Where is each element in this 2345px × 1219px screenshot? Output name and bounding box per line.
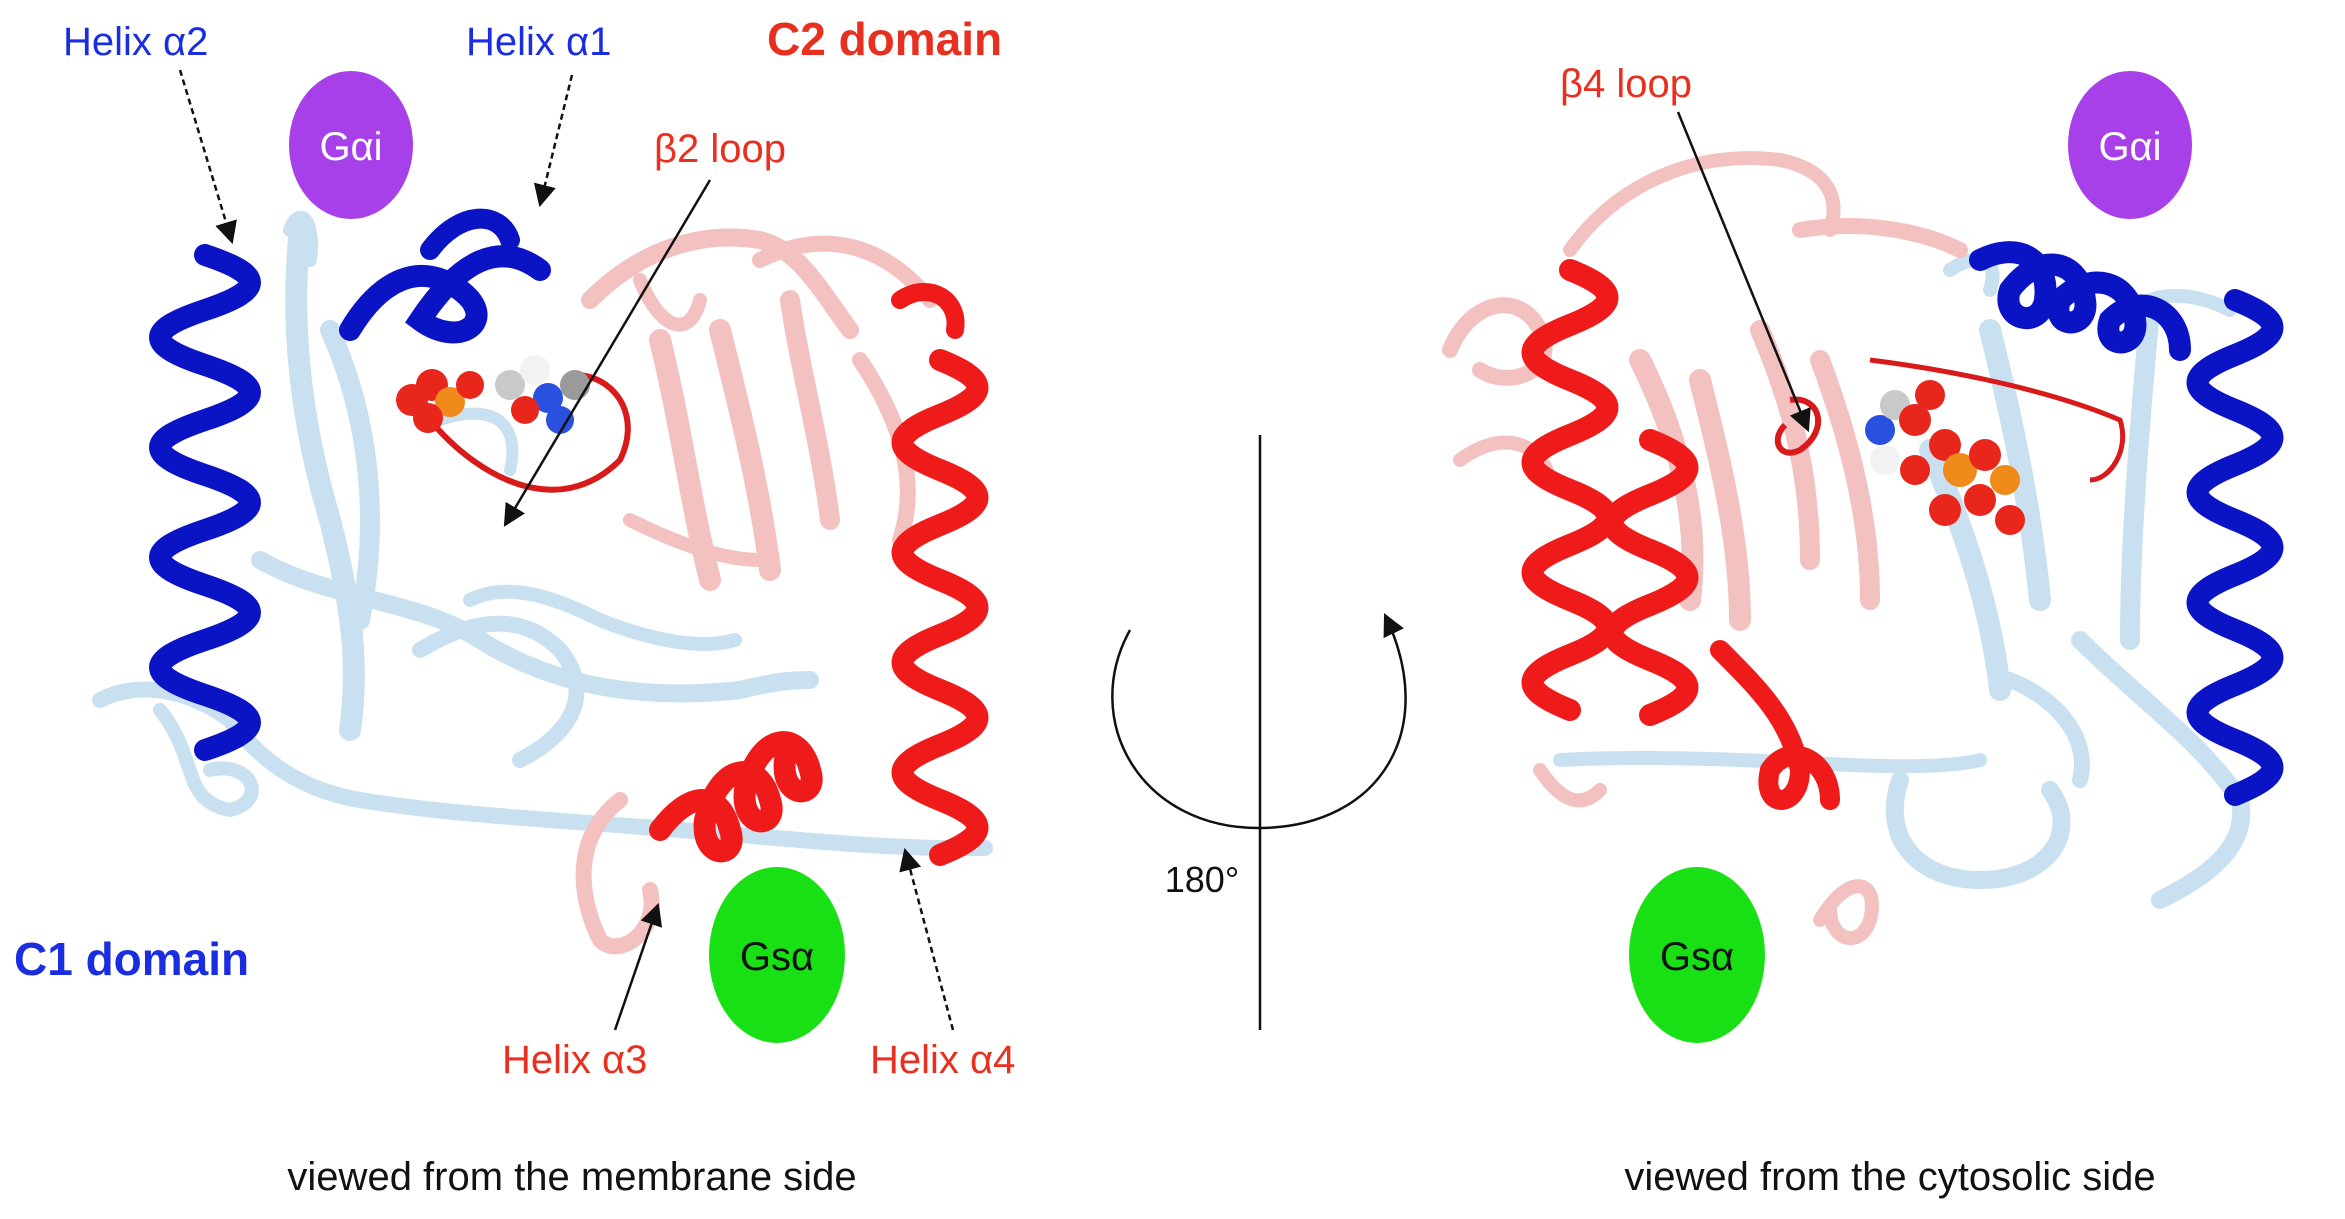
c2-domain-label: C2 domain (767, 13, 1002, 65)
left-c2-helices (649, 282, 989, 866)
helix-a1-arrow (533, 74, 574, 208)
helix-a1-label: Helix α1 (466, 20, 611, 64)
left-labels: Helix α2 Helix α1 C2 domain β2 loop C1 d… (14, 13, 1015, 1199)
helix-a4-label: Helix α4 (870, 1038, 1015, 1082)
right-labels: β4 loop viewed from the cytosolic side (1560, 62, 2156, 1199)
right-c1-helices (1969, 241, 2284, 806)
left-ligand (396, 355, 590, 434)
right-ligand (1865, 380, 2025, 535)
right-red-loop (1869, 357, 2126, 483)
right-gai-label: Gαi (2098, 125, 2161, 169)
left-arrows (178, 69, 955, 1031)
right-gai-ellipse (2068, 71, 2192, 219)
beta2-loop-label: β2 loop (654, 127, 786, 171)
left-gai-label: Gαi (319, 125, 382, 169)
right-structure: Gαi Gsα (1442, 71, 2284, 1043)
left-structure: Gαi Gsα (92, 71, 993, 1043)
left-beta2-loop (427, 372, 631, 493)
rotation-label: 180° (1165, 859, 1239, 900)
helix-a2-label: Helix α2 (63, 20, 208, 64)
right-gsa-label: Gsα (1660, 935, 1734, 979)
right-c1-strands (1553, 252, 2251, 909)
left-c1-helices (149, 208, 551, 761)
helix-a3-label: Helix α3 (502, 1038, 647, 1082)
right-caption: viewed from the cytosolic side (1624, 1155, 2155, 1199)
right-beta4-loop (1774, 396, 1821, 456)
helix-a3-arrow (613, 902, 663, 1031)
rotation-indicator: 180° (1111, 435, 1407, 1030)
left-gsa-label: Gsα (740, 935, 814, 979)
beta2-loop-arrow (503, 179, 712, 527)
left-gai-ellipse (289, 71, 413, 219)
right-c2-strands (1442, 151, 1968, 946)
helix-a4-arrow (899, 847, 955, 1031)
right-c2-helices (1521, 259, 1840, 810)
c1-domain-label: C1 domain (14, 933, 249, 985)
helix-a2-arrow (178, 69, 237, 245)
left-caption: viewed from the membrane side (287, 1155, 856, 1199)
rotation-arrow (1111, 612, 1407, 830)
right-gsa-ellipse (1629, 867, 1765, 1043)
left-c2-strands (575, 228, 938, 955)
beta4-loop-label: β4 loop (1560, 62, 1692, 106)
beta4-loop-arrow (1676, 111, 1811, 433)
left-gsa-ellipse (709, 867, 845, 1043)
left-c1-strands (92, 210, 993, 857)
